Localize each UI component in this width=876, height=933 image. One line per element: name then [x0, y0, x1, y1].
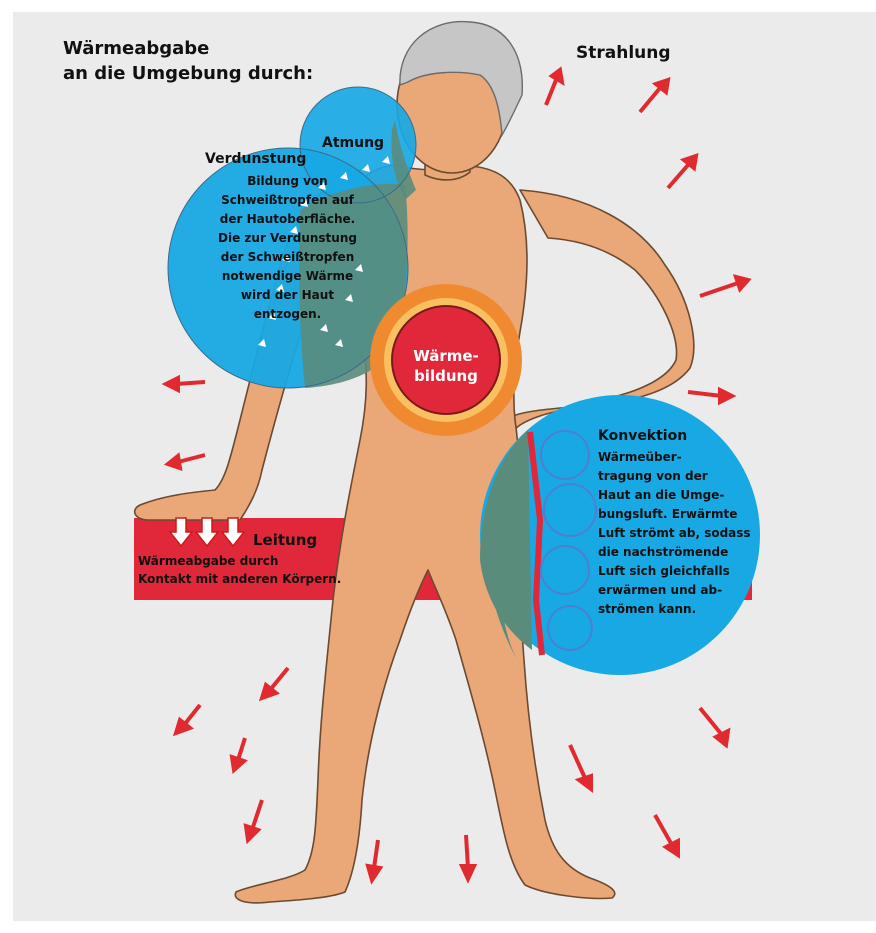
konvektion-line: erwärmen und ab- [598, 581, 751, 600]
title-line-2: an die Umgebung durch: [63, 61, 313, 86]
verdunstung-line: der Hautoberfläche. [150, 210, 425, 229]
leitung-heading: Leitung [253, 531, 317, 549]
konvektion-line: Wärmeüber- [598, 448, 751, 467]
waermebildung-line: Wärme- [396, 346, 496, 366]
verdunstung-line: wird der Haut [150, 286, 425, 305]
verdunstung-text: Bildung von Schweißtropfen auf der Hauto… [150, 172, 425, 324]
leitung-line: Wärmeabgabe durch [138, 552, 341, 570]
verdunstung-line: Bildung von [150, 172, 425, 191]
konvektion-text: Wärmeüber- tragung von der Haut an die U… [598, 448, 751, 619]
diagram-title: Wärmeabgabe an die Umgebung durch: [63, 36, 313, 86]
konvektion-line: die nachströmende [598, 543, 751, 562]
verdunstung-heading: Verdunstung [205, 151, 306, 167]
strahlung-label: Strahlung [576, 43, 671, 63]
verdunstung-line: der Schweißtropfen [150, 248, 425, 267]
leitung-text: Wärmeabgabe durch Kontakt mit anderen Kö… [138, 552, 341, 588]
konvektion-line: bungsluft. Erwärmte [598, 505, 751, 524]
atmung-label: Atmung [322, 135, 384, 151]
konvektion-line: Luft strömt ab, sodass [598, 524, 751, 543]
waermebildung-line: bildung [396, 366, 496, 386]
leitung-arrows [170, 518, 244, 546]
title-line-1: Wärmeabgabe [63, 36, 313, 61]
verdunstung-line: notwendige Wärme [150, 267, 425, 286]
konvektion-line: Haut an die Umge- [598, 486, 751, 505]
konvektion-heading: Konvektion [598, 428, 687, 444]
verdunstung-line: Schweißtropfen auf [150, 191, 425, 210]
konvektion-line: tragung von der [598, 467, 751, 486]
verdunstung-line: entzogen. [150, 305, 425, 324]
konvektion-line: strömen kann. [598, 600, 751, 619]
leitung-line: Kontakt mit anderen Körpern. [138, 570, 341, 588]
konvektion-line: Luft sich gleichfalls [598, 562, 751, 581]
waermebildung-label: Wärme- bildung [396, 346, 496, 386]
verdunstung-line: Die zur Verdunstung [150, 229, 425, 248]
